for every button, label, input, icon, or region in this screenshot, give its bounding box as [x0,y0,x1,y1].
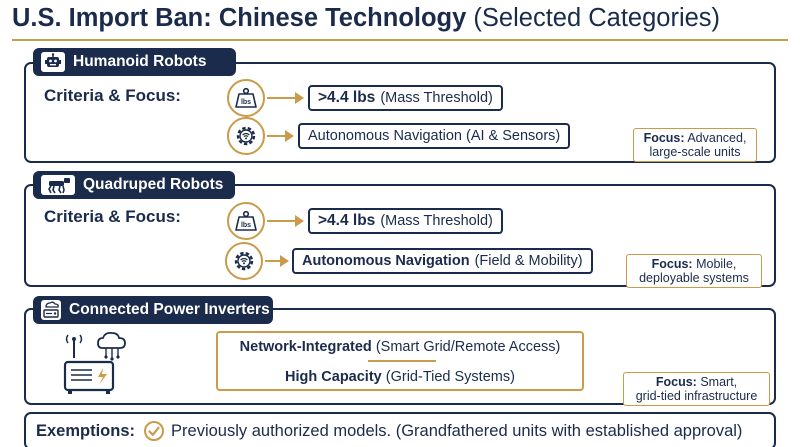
gear-wifi-icon [227,117,265,155]
arrow-connector [267,215,304,227]
inverter-icon [41,300,61,320]
title-main: U.S. Import Ban: Chinese Technology [12,4,467,32]
exemptions-label: Exemptions: [36,421,136,440]
criteria-high-capacity: High Capacity (Grid-Tied Systems) [285,369,515,385]
svg-text:lbs: lbs [241,222,251,229]
svg-text:lbs: lbs [241,99,251,106]
exemptions-row: Exemptions: Previously authorized models… [36,420,742,442]
title-subtitle: (Selected Categories) [473,4,721,32]
inverter-criteria-box: Network-Integrated (Smart Grid/Remote Ac… [216,331,584,391]
page-title: U.S. Import Ban: Chinese Technology (Sel… [12,4,720,33]
criteria-divider [368,360,436,362]
section-tab-quadruped: Quadruped Robots [33,171,235,199]
robot-head-icon [41,52,65,72]
section-title-inverters: Connected Power Inverters [69,301,270,318]
criteria-mass-threshold: >4.4 lbs(Mass Threshold) [308,208,503,234]
exemptions-text: Previously authorized models. (Grandfath… [171,421,743,440]
focus-box-inverters: Focus: Smart, grid-tied infrastructure [623,372,770,406]
title-divider [12,39,788,41]
exemptions-box: Exemptions: Previously authorized models… [24,412,776,447]
check-circle-icon [143,420,165,442]
criteria-label-humanoid: Criteria & Focus: [44,86,181,105]
inverter-illustration-icon [62,330,134,396]
criteria-autonomous-navigation: Autonomous Navigation (AI & Sensors) [298,123,571,149]
weight-lbs-icon: lbs [227,202,265,240]
criteria-label-quadruped: Criteria & Focus: [44,207,181,226]
arrow-connector [265,255,289,267]
criteria-autonomous-navigation: Autonomous Navigation(Field & Mobility) [292,248,593,274]
criteria-network-integrated: Network-Integrated (Smart Grid/Remote Ac… [239,339,561,355]
weight-lbs-icon: lbs [227,79,265,117]
section-tab-inverters: Connected Power Inverters [33,296,273,324]
focus-box-humanoid: Focus: Advanced, large-scale units [633,128,757,162]
focus-box-quadruped: Focus: Mobile, deployable systems [626,254,762,288]
arrow-connector [267,130,294,142]
robot-dog-icon [41,175,75,195]
section-tab-humanoid: Humanoid Robots [33,48,236,76]
section-title-humanoid: Humanoid Robots [73,53,207,70]
criteria-mass-threshold: >4.4 lbs(Mass Threshold) [308,85,503,111]
section-title-quadruped: Quadruped Robots [83,176,224,193]
gear-wifi-icon [225,242,263,280]
arrow-connector [267,92,304,104]
